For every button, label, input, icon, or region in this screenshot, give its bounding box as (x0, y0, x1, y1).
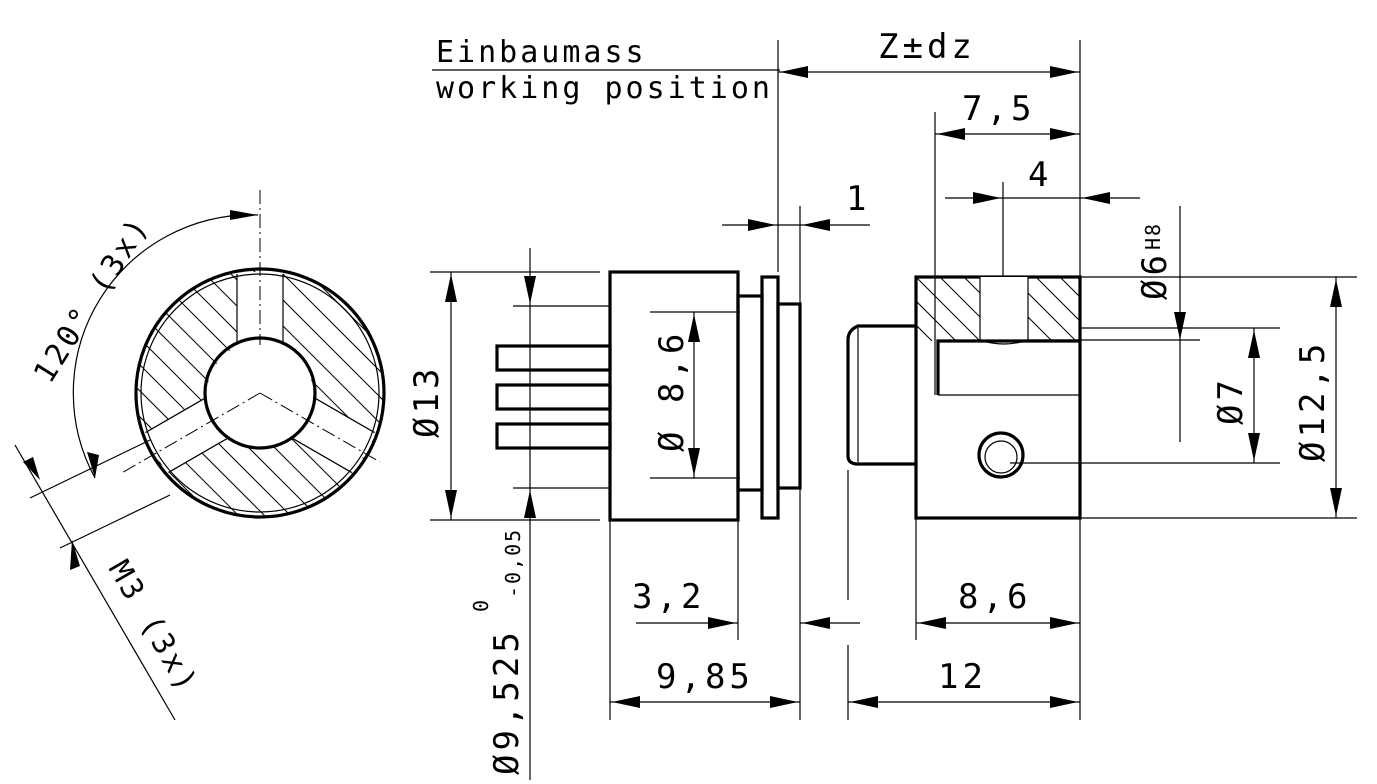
dim-7: Ø7 (1211, 328, 1260, 463)
hatch-line (135, 269, 343, 517)
dim-9-525-lower: -0,05 (501, 528, 525, 598)
screw-head (977, 431, 1025, 479)
dim-3-2-text: 3,2 (632, 577, 705, 617)
hatch-line (916, 300, 957, 341)
radial-bores (143, 272, 377, 474)
dim-9-525-upper: 0 (469, 598, 493, 612)
hatch-line (1059, 277, 1079, 297)
dim-7-5-text: 7,5 (962, 89, 1035, 129)
hatch-line (916, 324, 933, 341)
dim-7-text: Ø7 (1211, 376, 1251, 425)
pin-2 (495, 383, 612, 411)
hatch-line (149, 269, 384, 517)
angle-label: 120° (3x) (27, 210, 157, 389)
hatch-line (1035, 277, 1079, 321)
adapter-block-view (844, 275, 1280, 520)
dim-12-5-text: Ø12,5 (1293, 340, 1333, 462)
thread-label: M3 (3x) (101, 555, 205, 700)
hatch-line (135, 269, 317, 517)
hatch-line (135, 269, 384, 517)
dim-8-6-dia-text: Ø 8,6 (652, 330, 692, 452)
hatch-line (201, 269, 384, 517)
working-position-label: Einbaumass working position (432, 35, 780, 106)
connector-side-view: Ø 8,6 (495, 270, 802, 522)
bottom-dimensions: 3,2 8,6 9,85 12 (609, 470, 1081, 720)
dim-4: 4 (945, 155, 1140, 280)
hatch-line (135, 269, 384, 517)
hatch-line (844, 277, 908, 341)
dim-z-text: Z±dz (878, 27, 976, 67)
dim-4-text: 4 (1028, 155, 1052, 195)
dim-12-text: 12 (938, 657, 987, 697)
angle-arc (72, 214, 259, 479)
dim-1-text: 1 (846, 179, 870, 219)
dim-9-85-text: 9,85 (656, 657, 754, 697)
hatch-line (135, 269, 187, 517)
dim-6-text: Ø6 (1135, 251, 1175, 300)
connector-flange (760, 275, 780, 520)
hatch-line (135, 269, 369, 517)
hatch-line (175, 269, 384, 517)
dim-13: Ø13 (407, 271, 600, 521)
adapter-spigot (846, 324, 916, 466)
hatch-line (135, 269, 384, 517)
end-view: 120° (3x) M3 (3x) (14, 190, 386, 721)
working-position-text: working position (436, 71, 773, 106)
dim-9-525-text: Ø9,525 (487, 628, 527, 775)
dim-7-5: 7,5 (934, 89, 1080, 395)
pin-3 (495, 422, 612, 450)
dim-1: 1 (722, 179, 870, 306)
dim-6-tol: H8 (1141, 222, 1165, 250)
hatch-line (135, 269, 291, 517)
hatch-line (916, 277, 981, 341)
dim-8-6-text: 8,6 (958, 577, 1031, 617)
dim-z: Z±dz (777, 27, 1081, 280)
hatch-line (279, 269, 384, 517)
pin-1 (495, 344, 612, 372)
einbaumass-label: Einbaumass (436, 35, 647, 70)
dim-12-5: Ø12,5 (1080, 276, 1357, 519)
dim-13-text: Ø13 (407, 365, 447, 438)
dim-6: Ø6 H8 (1028, 206, 1200, 442)
dim-9-525: Ø9,525 0 -0,05 (469, 248, 536, 780)
